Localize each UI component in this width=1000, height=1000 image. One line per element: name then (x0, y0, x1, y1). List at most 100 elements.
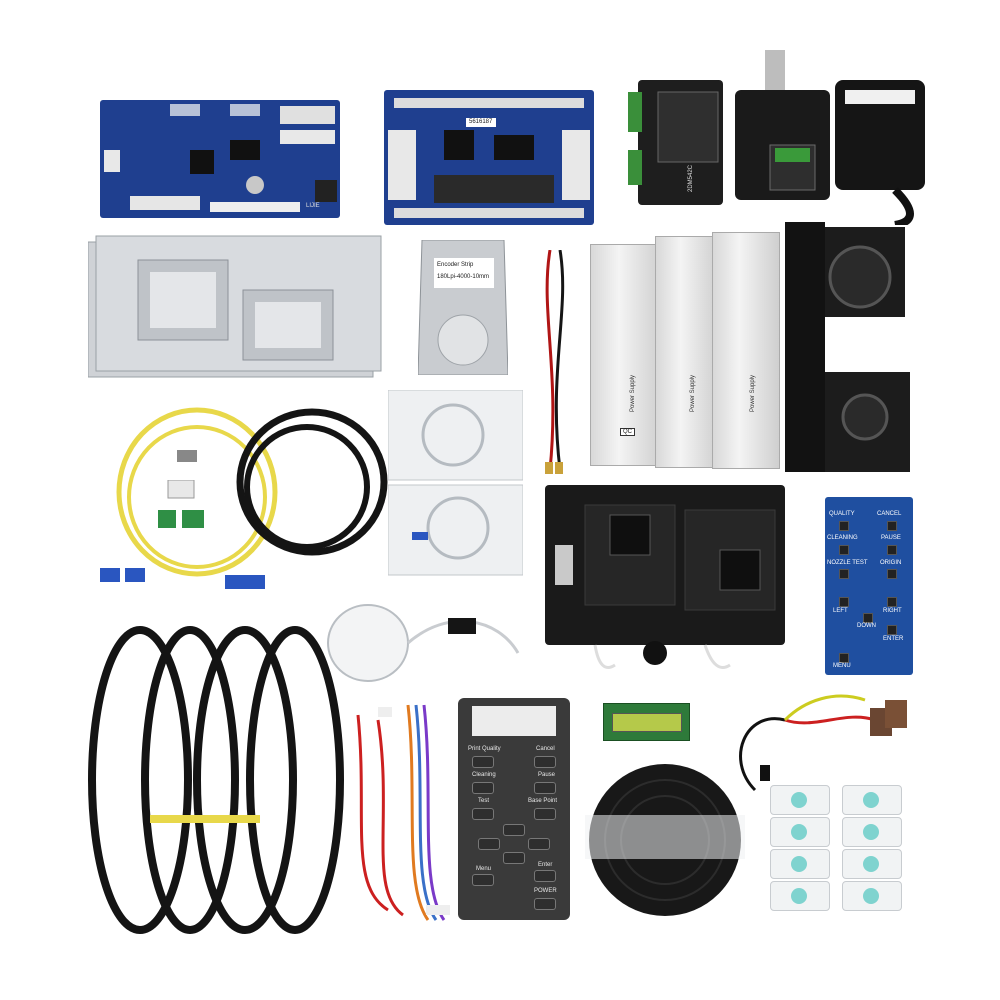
capping-station-body (545, 485, 785, 669)
panel-key-cleaning[interactable] (472, 782, 494, 794)
red-black-wires (536, 249, 576, 475)
panel-lbl-pause: Pause (538, 772, 556, 778)
key-board: QUALITY CANCEL CLEANING PAUSE NOZZLE TES… (825, 497, 913, 675)
kb-btn-quality[interactable] (839, 521, 849, 531)
network-cables (112, 402, 392, 602)
kb-label-cleaning: CLEANING (827, 535, 858, 541)
psu-2-label: Power Supply (690, 374, 696, 412)
panel-key-down[interactable] (503, 852, 525, 864)
psu-1-label: Power Supply (630, 374, 636, 412)
damper-4 (842, 817, 902, 847)
cable-coils (116, 407, 388, 577)
kb-btn-origin[interactable] (887, 569, 897, 579)
encoder-sensors (387, 389, 524, 580)
lcd-screen (612, 713, 682, 732)
panel-lbl-base-point: Base Point (528, 798, 558, 804)
panel-key-power[interactable] (534, 898, 556, 910)
cable-bundle (80, 610, 360, 940)
panel-lbl-cleaning: Cleaning (472, 772, 496, 778)
kb-label-cancel: CANCEL (877, 511, 902, 517)
encoder-bag-line2: 180Lpi-4000-10mm (437, 274, 490, 280)
kb-btn-right[interactable] (887, 597, 897, 607)
kb-label-enter: ENTER (883, 636, 904, 642)
servo-motor (735, 50, 930, 229)
encoder-bag (417, 239, 509, 376)
kb-btn-down[interactable] (863, 613, 873, 623)
wire-pair (545, 249, 565, 474)
cable-bundle-loops (88, 626, 344, 934)
ink-dampers (770, 785, 910, 915)
psu-2 (655, 236, 719, 468)
damper-2 (842, 785, 902, 815)
stepper-driver-box (628, 80, 723, 205)
terminal-blocks-shape (158, 479, 204, 528)
driver-model: 2DM542C (688, 164, 694, 192)
encoder-bag-line1: Encoder Strip (437, 262, 474, 268)
kb-btn-menu[interactable] (839, 653, 849, 663)
ribbon-cables-shape (356, 704, 450, 921)
panel-key-left[interactable] (478, 838, 500, 850)
panel-key-up[interactable] (503, 824, 525, 836)
panel-lbl-power: POWER (534, 888, 557, 894)
kb-label-pause: PAUSE (881, 535, 901, 541)
sensor-bags (387, 389, 524, 576)
damper-3 (770, 817, 830, 847)
kb-btn-pause[interactable] (887, 545, 897, 555)
terminal-blocks (158, 479, 213, 535)
carriage-board: 5616187 (384, 90, 594, 225)
panel-key-enter[interactable] (534, 870, 556, 882)
pump-connector-shape (739, 694, 907, 792)
control-panel-overlay: Print Quality Cancel Cleaning Pause Test… (458, 698, 570, 920)
encoder-strip-pack: Encoder Strip 180Lpi-4000-10mm (417, 239, 509, 376)
panel-key-menu[interactable] (472, 874, 494, 886)
kb-label-right: RIGHT (883, 608, 902, 614)
kb-btn-cancel[interactable] (887, 521, 897, 531)
psu-3-label: Power Supply (750, 374, 756, 412)
fiber-connectors (100, 568, 265, 589)
kb-btn-enter[interactable] (887, 625, 897, 635)
kb-btn-cleaning[interactable] (839, 545, 849, 555)
panel-lcd-window (472, 706, 556, 736)
servo-motor-body (735, 50, 925, 229)
damper-5 (770, 849, 830, 879)
mainboard: LIJIE (100, 100, 340, 218)
psu-3 (712, 232, 780, 469)
damper-1 (770, 785, 830, 815)
kb-label-origin: ORIGIN (880, 560, 902, 566)
mainboard-pcb (100, 100, 340, 218)
pulley-frame (785, 222, 910, 472)
kb-btn-nozzle[interactable] (839, 569, 849, 579)
kb-btn-left[interactable] (839, 597, 849, 607)
kb-label-menu: MENU (833, 663, 851, 669)
panel-lbl-menu: Menu (476, 866, 492, 872)
power-supplies: Power Supply Power Supply Power Supply Q… (590, 232, 785, 472)
aluminum-plates (87, 230, 383, 380)
fiber-optic-cable (95, 560, 270, 600)
panel-key-base-point[interactable] (534, 808, 556, 820)
kb-label-left: LEFT (833, 608, 848, 614)
damper-7 (770, 881, 830, 911)
panel-lbl-cancel: Cancel (536, 746, 555, 752)
panel-key-print-quality[interactable] (472, 756, 494, 768)
ink-pump-connectors (725, 680, 915, 795)
timing-belt-roll (585, 760, 745, 920)
panel-lbl-test: Test (478, 798, 490, 804)
panel-key-pause[interactable] (534, 782, 556, 794)
ribbon-cables (348, 695, 458, 930)
kb-label-nozzle: NOZZLE TEST (827, 560, 868, 566)
lcd-module (603, 703, 690, 741)
panel-key-right[interactable] (528, 838, 550, 850)
panel-key-cancel[interactable] (534, 756, 556, 768)
stepper-driver: 2DM542C (628, 80, 728, 205)
pulley-assembly (785, 222, 915, 477)
ink-tube-coil (318, 598, 523, 688)
panel-key-test[interactable] (472, 808, 494, 820)
damper-6 (842, 849, 902, 879)
carriage-board-pcb (384, 90, 594, 225)
panel-lbl-print-quality: Print Quality (468, 746, 501, 752)
aluminum-plates-stack (87, 235, 382, 378)
damper-8 (842, 881, 902, 911)
ink-tube-coil-shape (327, 604, 520, 682)
panel-lbl-enter: Enter (538, 862, 553, 868)
capping-station (545, 485, 800, 675)
